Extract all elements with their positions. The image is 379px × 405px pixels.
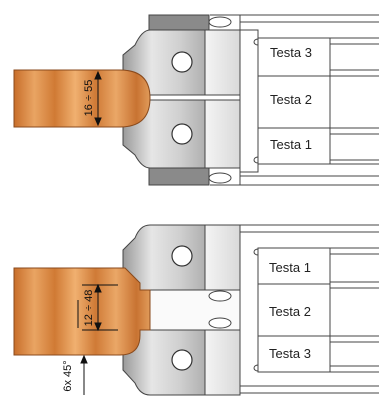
top-head-box-2 (257, 75, 331, 129)
top-head-label-3: Testa 1 (270, 137, 312, 152)
bottom-head-label-2: Testa 2 (269, 304, 311, 319)
bottom-cutter-lower (122, 329, 206, 396)
bottom-bolt-hole-lower (171, 349, 193, 371)
chamfer-arrow (77, 300, 88, 395)
bottom-assembly: 12 ÷ 48 6x 45° Testa 1 Testa 2 Testa 3 (13, 224, 379, 396)
top-head-labels: Testa 3 Testa 2 Testa 1 (257, 37, 331, 165)
top-assembly: 16 ÷ 55 Testa 3 Testa 2 Testa 1 (13, 14, 379, 186)
bottom-dimension-label: 12 ÷ 48 (83, 290, 95, 327)
top-bolt-hole-upper (171, 51, 193, 73)
bottom-head-box-3 (257, 335, 331, 373)
bottom-head-label-1: Testa 1 (269, 260, 311, 275)
top-head-label-1: Testa 3 (270, 45, 312, 60)
bottom-workpiece (13, 267, 151, 356)
top-bolt-hole-lower (171, 123, 193, 145)
top-head-label-2: Testa 2 (270, 92, 312, 107)
top-workpiece (13, 69, 151, 128)
top-dimension-label: 16 ÷ 55 (83, 80, 95, 117)
bottom-head-labels: Testa 1 Testa 2 Testa 3 (257, 247, 331, 373)
bottom-dimension-arrow (82, 283, 118, 332)
bottom-clamp-knobs (208, 248, 263, 372)
top-dimension-arrow (94, 70, 102, 127)
top-head-box-1 (257, 37, 331, 77)
bottom-head-box-2 (257, 283, 331, 337)
chamfer-label: 6x 45° (62, 360, 74, 391)
bottom-bolt-hole-upper (171, 245, 193, 267)
top-head-box-3 (257, 127, 331, 165)
bottom-head-label-3: Testa 3 (269, 346, 311, 361)
